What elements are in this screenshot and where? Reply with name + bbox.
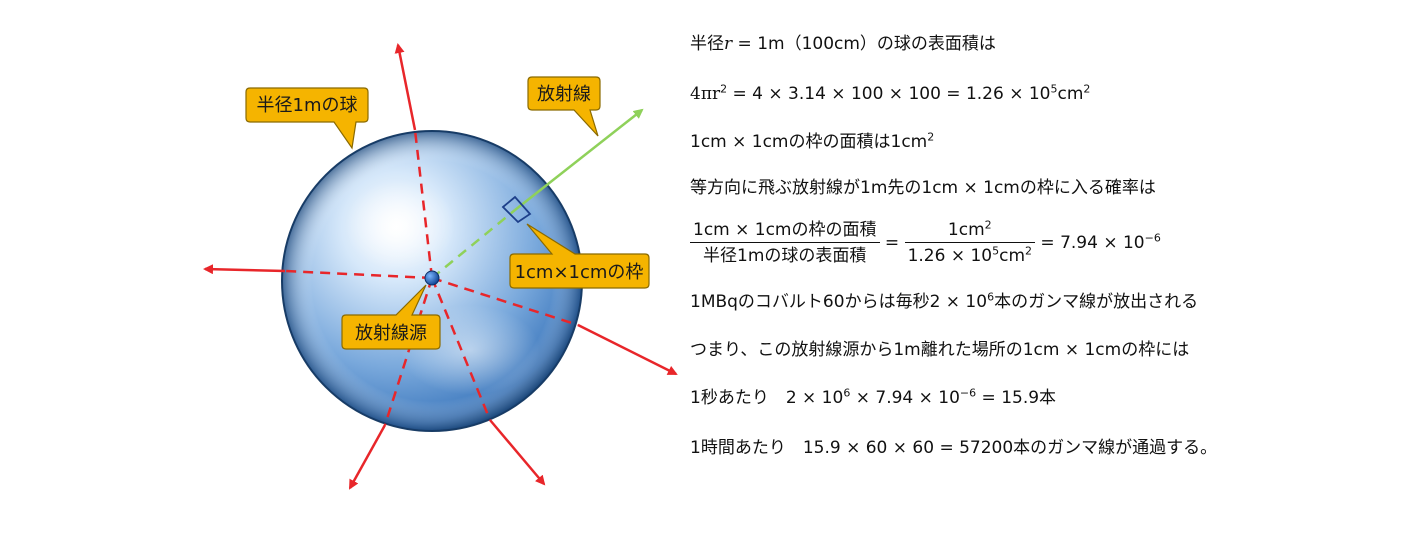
explanation-line-8: 1秒あたり 2 × 106 × 7.94 × 10−6 = 15.9本: [690, 386, 1057, 408]
ray-left: [203, 264, 286, 275]
explanation-line-9: 1時間あたり 15.9 × 60 × 60 = 57200本のガンマ線が通過する…: [690, 438, 1218, 458]
callout-sphere-label: 半径1mの球: [257, 95, 358, 116]
ray-right: [577, 323, 678, 376]
callout-radiation: 放射線: [527, 76, 601, 137]
outer-rays: [203, 43, 678, 490]
callout-sphere: 半径1mの球: [245, 87, 369, 150]
ray-up: [394, 43, 417, 131]
explanation-line-7: つまり、この放射線源から1m離れた場所の1cm × 1cmの枠には: [690, 340, 1190, 360]
callout-frame: 1cm×1cmの枠: [509, 223, 650, 289]
callout-source-label: 放射線源: [355, 323, 427, 344]
callout-radiation-label: 放射線: [537, 84, 591, 105]
explanation-line-3: 1cm × 1cmの枠の面積は1cm2: [690, 130, 935, 152]
fraction-probability-values: 1cm2 1.26 × 105cm2: [904, 219, 1036, 267]
callout-source: 放射線源: [341, 284, 441, 350]
explanation-line-4: 等方向に飛ぶ放射線が1m先の1cm × 1cmの枠に入る確率は: [690, 178, 1156, 198]
fraction-probability-words: 1cm × 1cmの枠の面積 半径1mの球の表面積: [690, 220, 880, 267]
inner-rays: [284, 129, 579, 426]
ray-down-left: [348, 424, 387, 490]
radiation-source-dot: [424, 270, 440, 286]
ray-down-right: [489, 419, 546, 486]
frame-square: [501, 195, 532, 224]
callout-frame-label: 1cm×1cmの枠: [515, 262, 644, 283]
ray-green: [514, 108, 644, 211]
explanation-line-2: 4πr2 = 4 × 3.14 × 100 × 100 = 1.26 × 105…: [690, 82, 1091, 104]
explanation-line-1: 半径r = 1m（100cm）の球の表面積は: [690, 34, 996, 54]
explanation-line-5: 1cm × 1cmの枠の面積 半径1mの球の表面積 = 1cm2 1.26 × …: [690, 219, 1161, 267]
explanation-line-6: 1MBqのコバルト60からは毎秒2 × 106本のガンマ線が放出される: [690, 290, 1199, 312]
